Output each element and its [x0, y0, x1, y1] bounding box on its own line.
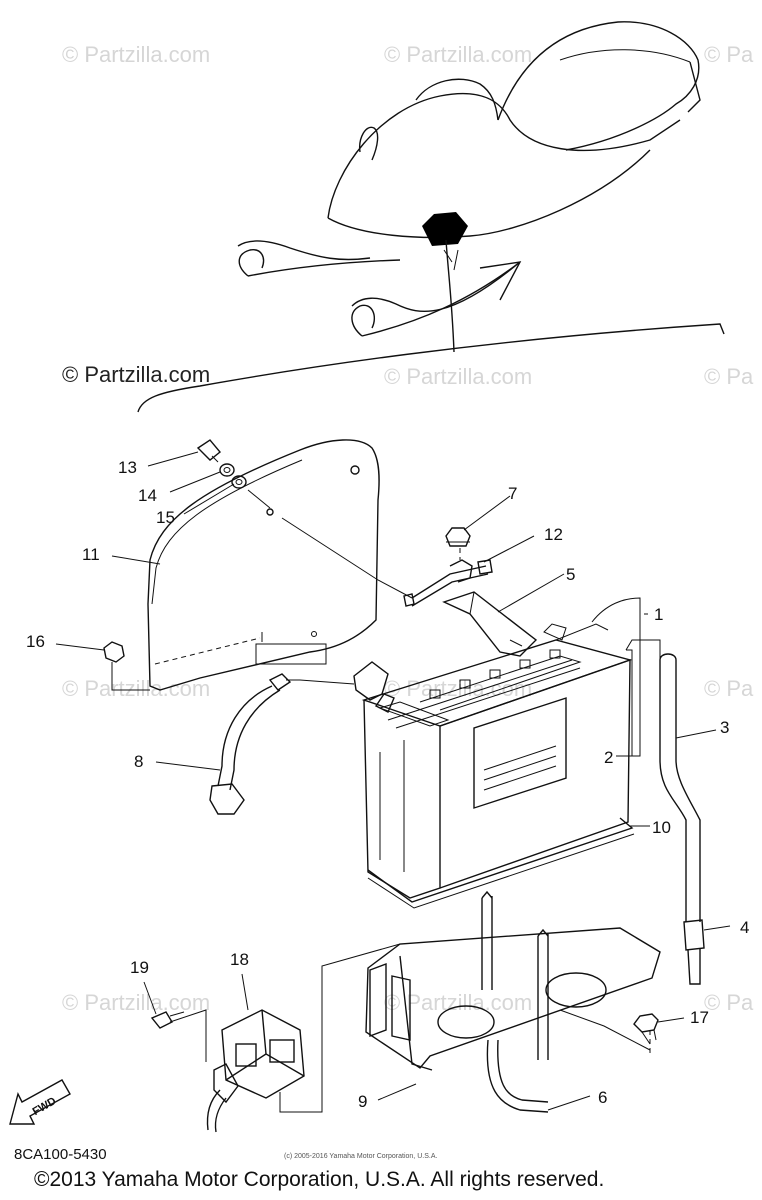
watermark: © Pa [704, 364, 754, 389]
watermark: © Partzilla.com [62, 990, 211, 1015]
nut-7 [445, 527, 471, 547]
watermark: © Partzilla.com [62, 42, 211, 67]
battery-band [442, 591, 538, 657]
bolt-17 [633, 1013, 659, 1045]
battery-box [365, 890, 661, 1113]
battery-cover [147, 439, 380, 691]
callout-19: 19 [130, 958, 149, 977]
battery [361, 623, 635, 909]
small-copyright: (c) 2005-2016 Yamaha Motor Corporation, … [284, 1153, 438, 1160]
battery-location-marker [422, 212, 468, 246]
callout-15: 15 [156, 508, 175, 527]
watermark: © Pa [704, 676, 754, 701]
bolt-and-washers [196, 439, 271, 509]
lead-wire [209, 661, 389, 815]
watermark-dark: © Partzilla.com [62, 362, 211, 387]
watermark: © Partzilla.com [384, 990, 533, 1015]
callout-13: 13 [118, 458, 137, 477]
starter-relay [150, 943, 401, 1133]
nut-16 [103, 641, 150, 691]
fwd-arrow: FWD [9, 1079, 71, 1125]
callout-11: 11 [82, 545, 100, 564]
callout-9: 9 [358, 1092, 368, 1111]
callout-2: 2 [604, 748, 614, 767]
watermark: © Partzilla.com [384, 42, 533, 67]
watermark: © Partzilla.com [62, 676, 211, 701]
watermark: © Pa [704, 990, 754, 1015]
watermark: © Pa [704, 42, 754, 67]
callout-12: 12 [544, 525, 563, 544]
callout-4: 4 [740, 918, 750, 937]
copyright-notice: ©2013 Yamaha Motor Corporation, U.S.A. A… [34, 1168, 605, 1191]
callout-17: 17 [690, 1008, 709, 1027]
callout-7: 7 [508, 484, 518, 503]
diagram-code: 8CA100-5430 [14, 1146, 107, 1163]
callout-3: 3 [720, 718, 730, 737]
snowmobile-illustration [137, 21, 725, 413]
callout-16: 16 [26, 632, 45, 651]
callout-6: 6 [598, 1088, 608, 1107]
callout-8: 8 [134, 752, 144, 771]
callout-5: 5 [566, 565, 576, 584]
breather-tube [659, 653, 705, 985]
callout-10: 10 [652, 818, 671, 837]
callout-14: 14 [138, 486, 157, 505]
bracket-12 [281, 517, 493, 607]
callout-1: 1 [654, 605, 664, 624]
callout-18: 18 [230, 950, 249, 969]
fwd-label: FWD [31, 1095, 59, 1118]
leader-lines [55, 451, 731, 1111]
watermark: © Partzilla.com [384, 364, 533, 389]
